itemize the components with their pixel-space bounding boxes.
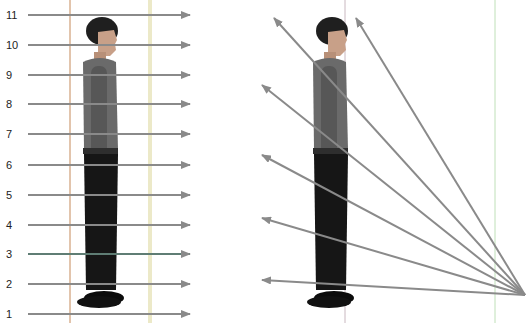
reference-line [495, 0, 496, 323]
standing-person [307, 17, 354, 308]
level-arrow [28, 224, 190, 226]
level-arrow [28, 14, 190, 16]
callout-number: 9 [6, 69, 12, 81]
sight-arrow [262, 85, 525, 295]
level-arrow [28, 44, 190, 46]
level-arrow [28, 103, 190, 105]
callout-number: 1 [6, 308, 12, 320]
reference-line [70, 0, 71, 323]
sight-arrow [262, 280, 525, 295]
horizontal-arrows [28, 15, 190, 314]
level-arrow [28, 133, 190, 135]
callout-number: 11 [6, 9, 17, 21]
callout-number: 8 [6, 98, 12, 110]
standing-person [77, 17, 124, 308]
level-arrow [28, 253, 190, 255]
radiating-arrows [262, 18, 525, 295]
callout-number: 2 [6, 278, 12, 290]
level-arrow [28, 283, 190, 285]
sight-arrow [262, 155, 525, 295]
callout-number: 6 [6, 159, 12, 171]
callout-number: 4 [6, 219, 12, 231]
level-arrow [28, 313, 190, 315]
callout-number: 7 [6, 128, 12, 140]
level-arrow [28, 74, 190, 76]
sight-arrow [274, 18, 525, 295]
level-arrow [28, 164, 190, 166]
callout-number: 10 [6, 39, 18, 51]
level-arrow [28, 194, 190, 196]
reference-line [148, 0, 152, 323]
callout-number: 5 [6, 189, 12, 201]
callout-number: 3 [6, 248, 12, 260]
sight-arrow [262, 218, 525, 295]
